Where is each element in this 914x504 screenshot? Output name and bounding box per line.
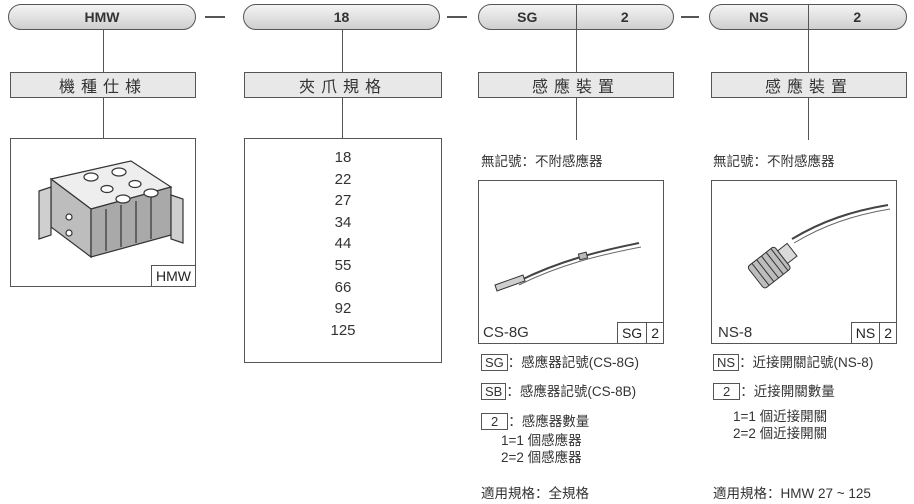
sensor-note-row: SB：感應器記號(CS-8B) <box>481 380 636 400</box>
model-caption-badge: HMW <box>151 265 195 286</box>
label-jaw-size: 夾爪規格 <box>244 72 442 98</box>
sensor-note-text: ：感應器記號(CS-8B) <box>506 384 637 399</box>
prox-product-name: NS-8 <box>718 324 753 341</box>
code-pill-size: 18 <box>243 4 440 30</box>
sensor-note-row: SG：感應器記號(CS-8G) <box>481 351 639 371</box>
sensor-badge-code: SG <box>621 325 643 341</box>
code-model: HMW <box>84 9 120 25</box>
size-item: 44 <box>334 235 352 253</box>
size-item: 22 <box>334 170 352 188</box>
model-image-box: HMW <box>10 138 196 287</box>
prox-note-row: 2：近接開關數量 <box>713 380 835 400</box>
prox-note-text: ：近接開關數量 <box>740 384 835 399</box>
connector-line <box>808 98 809 140</box>
sensor-note-row: 2：感應器數量 <box>481 410 589 430</box>
sensor-ns8-illustration <box>747 204 891 289</box>
sensor-note-tag: SG <box>481 354 508 371</box>
sensor-note-tag: SB <box>481 383 507 400</box>
code-pill-model: HMW <box>8 4 196 30</box>
code-prox-type: NS <box>749 9 769 25</box>
prox-note-text: ：近接開關記號(NS-8) <box>739 355 874 370</box>
connector-line <box>808 30 809 72</box>
sensor-no-mark-text: 無記號：不附感應器 <box>481 154 603 169</box>
prox-badge: NS 2 <box>850 322 896 343</box>
sensor-note-tag: 2 <box>481 413 509 430</box>
dash-separator <box>205 16 225 18</box>
connector-line <box>103 98 104 138</box>
model-caption: HMW <box>156 268 191 284</box>
code-size: 18 <box>333 9 350 25</box>
connector-line <box>576 30 577 72</box>
dash-separator <box>447 16 467 18</box>
sensor-product-name: CS-8G <box>483 324 529 341</box>
size-item: 27 <box>334 192 352 210</box>
code-pill-prox: NS 2 <box>709 4 907 30</box>
sensor-note-text: ：感應器記號(CS-8G) <box>507 355 640 370</box>
sensor-badge-qty: 2 <box>646 323 663 343</box>
prox-badge-code: NS <box>855 325 876 341</box>
gripper-illustration <box>38 160 184 259</box>
connector-line <box>576 98 577 140</box>
sensor-badge: SG 2 <box>616 322 663 343</box>
sensor-image-box: CS-8G SG 2 <box>478 180 664 344</box>
connector-line <box>342 30 343 72</box>
size-item: 66 <box>334 278 352 296</box>
sensor-qty-option: 2=2 個感應器 <box>501 450 582 465</box>
connector-line <box>342 98 343 138</box>
size-item: 92 <box>334 300 352 318</box>
sensor-applicable: 適用規格：全規格 <box>481 486 589 501</box>
size-item: 125 <box>330 321 356 339</box>
prox-qty-option: 2=2 個近接開關 <box>733 426 828 441</box>
sensor-qty-option: 1=1 個感應器 <box>501 433 582 448</box>
prox-no-mark-text: 無記號：不附感應器 <box>713 154 835 169</box>
size-item: 55 <box>334 256 352 274</box>
code-sensor-type: SG <box>517 9 538 25</box>
prox-qty-option: 1=1 個近接開關 <box>733 409 828 424</box>
code-prox-qty: 2 <box>807 5 907 29</box>
label-model: 機種仕様 <box>10 72 196 98</box>
size-item: 34 <box>334 213 352 231</box>
code-sensor-qty: 2 <box>575 5 674 29</box>
prox-note-row: NS：近接開關記號(NS-8) <box>713 351 873 371</box>
dash-separator <box>681 16 699 18</box>
prox-note-tag: NS <box>713 354 740 371</box>
code-pill-sensor: SG 2 <box>478 4 674 30</box>
prox-note-tag: 2 <box>713 383 741 400</box>
size-list-box: 18 22 27 34 44 55 66 92 125 <box>244 138 442 363</box>
sensor-cs8g-illustration <box>494 242 642 292</box>
label-prox: 感應裝置 <box>711 72 907 98</box>
prox-applicable: 適用規格：HMW 27 ~ 125 <box>713 486 871 501</box>
prox-badge-qty: 2 <box>879 323 896 343</box>
size-item: 18 <box>334 149 352 166</box>
connector-line <box>103 30 104 72</box>
label-sensor: 感應裝置 <box>478 72 674 98</box>
sensor-note-text: ：感應器數量 <box>508 414 590 429</box>
prox-image-box: NS-8 NS 2 <box>711 180 897 344</box>
